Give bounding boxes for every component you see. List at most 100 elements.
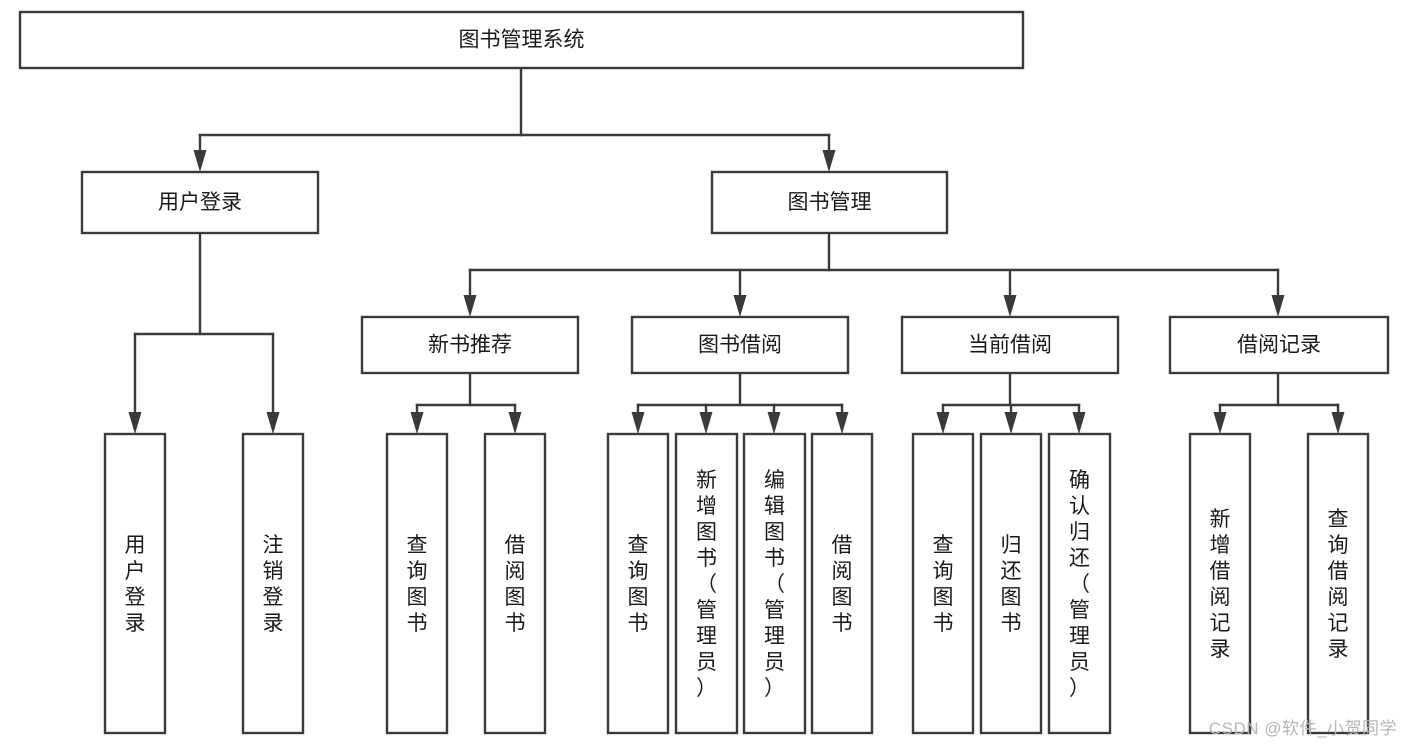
node-label-leaf-record-query-ch1: 询	[1328, 534, 1349, 557]
node-book-manage[interactable]: 图书管理	[710, 170, 949, 235]
node-label-leaf-borrow-edit-book-ch8: ）	[764, 677, 785, 700]
node-label-leaf-record-add-ch5: 录	[1210, 638, 1231, 661]
node-box-leaf-borrow-edit-book[interactable]	[742, 432, 807, 735]
node-label-leaf-user-login-ch3: 录	[125, 612, 146, 635]
node-box-current-borrow[interactable]	[900, 315, 1120, 375]
node-label-leaf-current-confirm-return-ch2: 归	[1069, 521, 1090, 544]
node-label-leaf-user-logout-ch3: 录	[263, 612, 284, 635]
node-label-leaf-current-confirm-return-ch3: 还	[1069, 547, 1090, 570]
arrow-head-icon	[193, 150, 207, 172]
node-label-root: 图书管理系统	[459, 29, 585, 52]
node-borrow-record[interactable]: 借阅记录	[1168, 315, 1390, 375]
node-box-leaf-current-return-book[interactable]	[979, 432, 1043, 735]
node-box-book-borrow[interactable]	[630, 315, 850, 375]
node-label-leaf-borrow-query-book-ch1: 询	[628, 560, 649, 583]
node-label-leaf-current-confirm-return-ch0: 确	[1069, 469, 1090, 492]
node-root[interactable]: 图书管理系统	[18, 10, 1025, 70]
node-box-leaf-current-confirm-return[interactable]	[1047, 432, 1112, 735]
node-label-leaf-borrow-borrow-book-ch2: 图	[832, 586, 853, 609]
node-new-book-rec[interactable]: 新书推荐	[360, 315, 580, 375]
node-label-leaf-rec-query-book-ch3: 书	[407, 612, 428, 635]
node-box-leaf-user-login[interactable]	[103, 432, 167, 735]
node-label-leaf-current-query-book-ch0: 查	[933, 534, 954, 557]
node-label-leaf-current-query-book-ch1: 询	[933, 560, 954, 583]
node-label-leaf-rec-borrow-book-ch2: 图	[505, 586, 526, 609]
arrow-head-icon	[835, 412, 849, 434]
arrow-head-icon	[767, 412, 781, 434]
node-label-leaf-record-add-ch1: 增	[1210, 534, 1231, 557]
arrow-head-icon	[1004, 412, 1018, 434]
node-box-leaf-record-query[interactable]	[1306, 432, 1370, 735]
node-book-borrow[interactable]: 图书借阅	[630, 315, 850, 375]
node-label-leaf-borrow-add-book-ch7: 员	[696, 651, 717, 674]
node-label-leaf-borrow-add-book-ch4: （	[696, 573, 717, 596]
node-label-leaf-borrow-add-book-ch5: 管	[696, 599, 717, 622]
node-box-leaf-borrow-borrow-book[interactable]	[810, 432, 874, 735]
node-label-leaf-current-confirm-return-ch4: （	[1069, 573, 1090, 596]
node-label-book-manage: 图书管理	[788, 191, 872, 214]
nodes-layer: 图书管理系统用户登录图书管理新书推荐图书借阅当前借阅借阅记录用户登录注销登录查询…	[18, 10, 1390, 735]
node-label-leaf-current-return-book-ch1: 还	[1001, 560, 1022, 583]
node-label-leaf-record-query-ch3: 阅	[1328, 586, 1349, 609]
node-box-leaf-rec-borrow-book[interactable]	[483, 432, 547, 735]
node-label-borrow-record: 借阅记录	[1237, 334, 1321, 357]
node-box-user-login[interactable]	[80, 170, 320, 235]
node-box-root[interactable]	[18, 10, 1025, 70]
connector-new-book-rec-to-leaves	[410, 371, 522, 434]
node-box-book-manage[interactable]	[710, 170, 949, 235]
node-user-login[interactable]: 用户登录	[80, 170, 320, 235]
node-label-leaf-borrow-query-book-ch2: 图	[628, 586, 649, 609]
node-label-leaf-rec-borrow-book-ch1: 阅	[505, 560, 526, 583]
node-label-leaf-current-confirm-return-ch6: 理	[1069, 625, 1090, 648]
node-label-leaf-borrow-add-book-ch6: 理	[696, 625, 717, 648]
node-label-leaf-borrow-query-book-ch3: 书	[628, 612, 649, 635]
node-label-leaf-record-add-ch2: 借	[1210, 560, 1231, 583]
node-box-leaf-rec-query-book[interactable]	[385, 432, 449, 735]
node-label-leaf-user-login-ch2: 登	[125, 586, 146, 609]
node-label-new-book-rec: 新书推荐	[428, 334, 512, 357]
node-box-leaf-current-query-book[interactable]	[911, 432, 975, 735]
connector-book-manage-to-level3	[463, 231, 1285, 317]
node-leaf-user-login[interactable]: 用户登录	[103, 432, 167, 735]
node-label-leaf-user-login-ch1: 户	[125, 560, 146, 583]
node-box-leaf-user-logout[interactable]	[241, 432, 305, 735]
node-label-leaf-borrow-edit-book-ch5: 管	[764, 599, 785, 622]
arrow-head-icon	[1271, 295, 1285, 317]
node-box-new-book-rec[interactable]	[360, 315, 580, 375]
node-label-leaf-current-confirm-return-ch5: 管	[1069, 599, 1090, 622]
node-label-leaf-borrow-add-book-ch3: 书	[696, 547, 717, 570]
node-label-leaf-borrow-edit-book-ch7: 员	[764, 651, 785, 674]
node-label-leaf-record-add-ch4: 记	[1210, 612, 1231, 635]
node-label-leaf-record-add-ch3: 阅	[1210, 586, 1231, 609]
node-box-leaf-borrow-add-book[interactable]	[674, 432, 739, 735]
node-box-leaf-record-add[interactable]	[1188, 432, 1252, 735]
node-box-borrow-record[interactable]	[1168, 315, 1390, 375]
node-label-leaf-current-query-book-ch3: 书	[933, 612, 954, 635]
arrow-head-icon	[266, 412, 280, 434]
arrow-head-icon	[936, 412, 950, 434]
node-label-leaf-borrow-edit-book-ch2: 图	[764, 521, 785, 544]
node-label-leaf-user-logout-ch0: 注	[263, 534, 284, 557]
node-label-leaf-current-query-book-ch2: 图	[933, 586, 954, 609]
arrow-head-icon	[410, 412, 424, 434]
node-label-leaf-borrow-borrow-book-ch0: 借	[832, 534, 853, 557]
node-label-leaf-borrow-edit-book-ch0: 编	[764, 469, 785, 492]
arrow-head-icon	[1072, 412, 1086, 434]
node-current-borrow[interactable]: 当前借阅	[900, 315, 1120, 375]
node-box-leaf-borrow-query-book[interactable]	[606, 432, 670, 735]
arrow-head-icon	[508, 412, 522, 434]
node-label-leaf-record-query-ch5: 录	[1328, 638, 1349, 661]
node-label-current-borrow: 当前借阅	[968, 334, 1052, 357]
